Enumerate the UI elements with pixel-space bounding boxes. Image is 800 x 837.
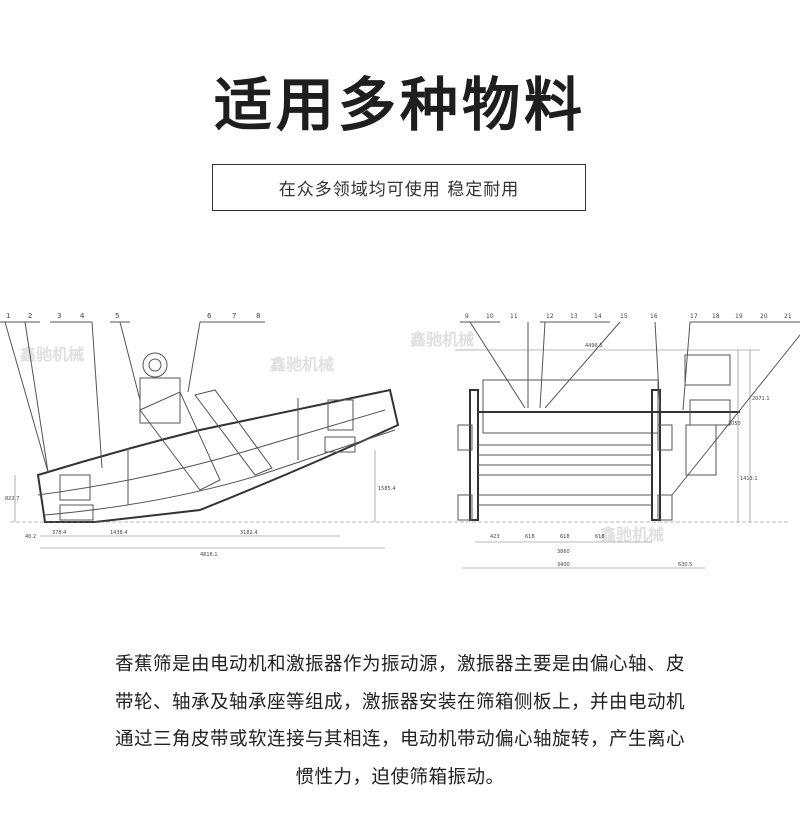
- description-line: 惯性力，迫使筛箱振动。: [295, 766, 505, 788]
- engineering-drawing: 鑫驰机械 鑫驰机械 鑫驰机械 鑫驰机械: [0, 300, 800, 585]
- dimension-label: 618: [595, 534, 605, 540]
- part-number: 17: [690, 313, 698, 320]
- dimension-label: 2071.1: [752, 396, 770, 402]
- watermark-text: 鑫驰机械: [269, 355, 334, 374]
- part-number: 10: [486, 313, 494, 320]
- dimension-label: 4816.1: [200, 552, 218, 558]
- dimension-label: 3860: [557, 549, 570, 555]
- part-number: 7: [232, 312, 236, 320]
- description-line: 通过三角皮带或软连接与其相连，电动机带动偏心轴旋转，产生离心: [114, 729, 685, 750]
- watermark-text: 鑫驰机械: [409, 330, 474, 349]
- dimension-label: 630.5: [678, 562, 692, 568]
- part-number: 9: [465, 313, 469, 320]
- part-number: 20: [760, 313, 768, 320]
- dimension-label: 618: [560, 534, 570, 540]
- part-number: 12: [546, 313, 554, 320]
- dimension-label: 1585.4: [378, 486, 396, 492]
- part-number: 8: [256, 312, 260, 320]
- part-number: 15: [620, 313, 628, 320]
- part-number: 16: [650, 313, 658, 320]
- description: 香蕉筛是由电动机和激振器作为振动源，激振器主要是由偏心轴、皮 带轮、轴承及轴承座…: [30, 646, 770, 796]
- dimension-label: 2050: [728, 421, 741, 427]
- part-number: 21: [784, 313, 792, 320]
- part-number: 14: [594, 313, 602, 320]
- side-view: 1 2 3 4 5 6 7 8 822.7 40.2 378.4 1438.4 …: [0, 312, 400, 558]
- dimension-label: 1413.1: [740, 476, 758, 482]
- dimension-label: 822.7: [5, 496, 19, 502]
- dimension-label: 3182.4: [240, 530, 258, 536]
- part-number: 6: [207, 312, 212, 320]
- part-number: 18: [712, 313, 720, 320]
- part-number: 5: [115, 312, 119, 320]
- part-number: 4: [80, 312, 85, 320]
- subtitle-box: 在众多领域均可使用 稳定耐用: [212, 164, 586, 211]
- part-number: 1: [6, 312, 10, 320]
- dimension-label: 4496.5: [585, 343, 603, 349]
- part-number: 13: [570, 313, 578, 320]
- part-number: 3: [57, 312, 61, 320]
- part-number: 19: [735, 313, 743, 320]
- dimension-label: 1438.4: [110, 530, 128, 536]
- dimension-label: 423: [490, 534, 500, 540]
- part-number: 11: [510, 313, 518, 320]
- dimension-label: 618: [525, 534, 535, 540]
- description-line: 香蕉筛是由电动机和激振器作为振动源，激振器主要是由偏心轴、皮: [114, 654, 685, 675]
- page-title: 适用多种物料: [213, 71, 586, 139]
- dimension-label: 378.4: [52, 530, 66, 536]
- description-line: 带轮、轴承及轴承座等组成，激振器安装在筛箱侧板上，并由电动机: [114, 691, 685, 713]
- watermark-text: 鑫驰机械: [599, 525, 664, 544]
- dimension-label: 3400: [557, 562, 570, 568]
- watermark: 鑫驰机械 鑫驰机械 鑫驰机械 鑫驰机械: [19, 330, 664, 544]
- dimension-label: 40.2: [25, 534, 36, 540]
- subtitle: 在众多领域均可使用 稳定耐用: [278, 180, 520, 200]
- watermark-text: 鑫驰机械: [19, 345, 84, 364]
- part-number: 2: [28, 312, 32, 320]
- front-view: 9 10 11 12 13 14 15 16 17 18 19 20 21 44…: [400, 313, 800, 569]
